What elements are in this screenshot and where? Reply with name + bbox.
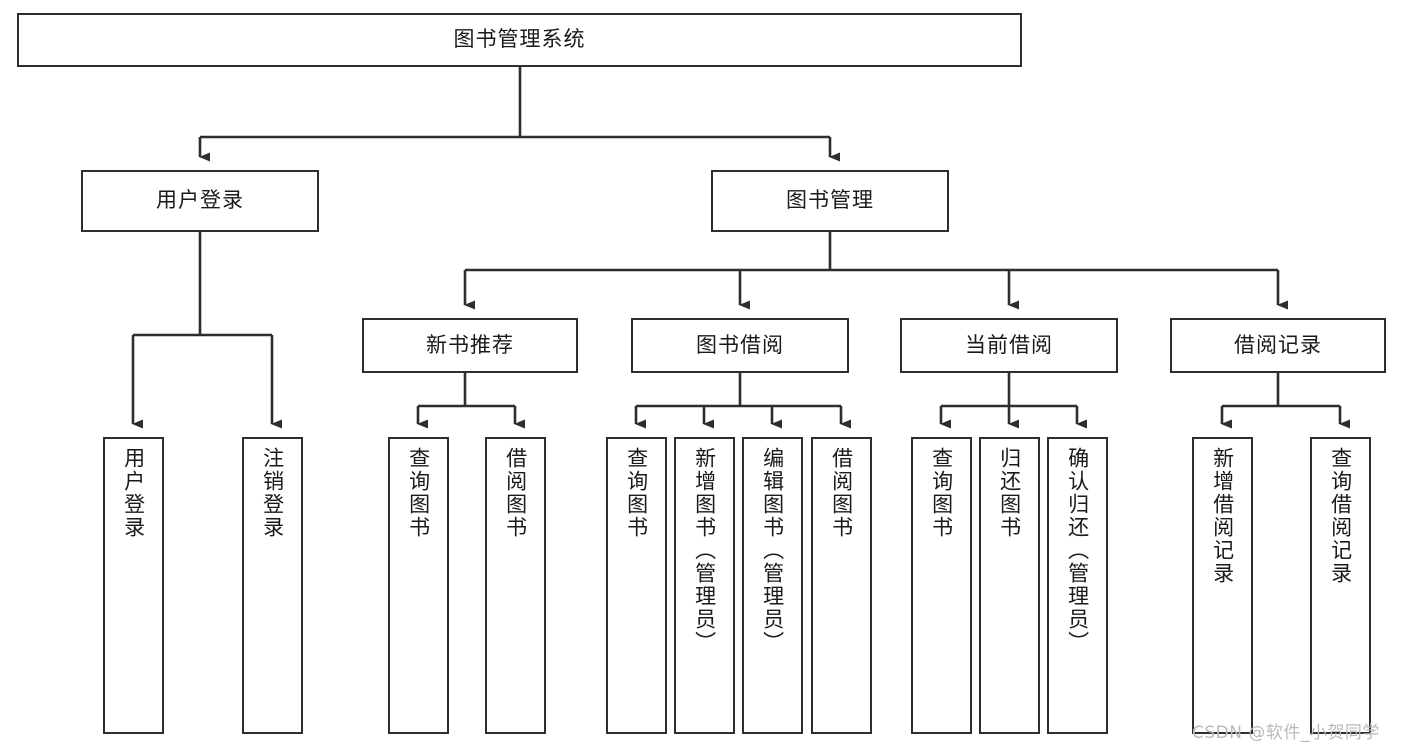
- node-current-borrow[interactable]: 当前借阅: [900, 318, 1118, 373]
- csdn-watermark: CSDN @软件_小贺同学: [1192, 723, 1380, 743]
- leaf-add-book[interactable]: 新增图书（管理员）: [674, 437, 735, 734]
- leaf-query-book-1[interactable]: 查询图书: [388, 437, 449, 734]
- node-label: 查询图书: [624, 447, 649, 539]
- node-label: 新增图书（管理员）: [692, 447, 717, 654]
- leaf-add-record[interactable]: 新增借阅记录: [1192, 437, 1253, 734]
- node-label: 图书管理: [786, 188, 874, 213]
- node-label: 图书借阅: [696, 332, 784, 357]
- leaf-return-book[interactable]: 归还图书: [979, 437, 1040, 734]
- node-label: 借阅记录: [1234, 332, 1322, 357]
- leaf-confirm-return[interactable]: 确认归还（管理员）: [1047, 437, 1108, 734]
- node-label: 确认归还（管理员）: [1065, 447, 1090, 654]
- node-label: 用户登录: [156, 188, 244, 213]
- node-book-manage[interactable]: 图书管理: [711, 170, 949, 232]
- node-label: 当前借阅: [965, 332, 1053, 357]
- node-label: 借阅图书: [503, 447, 528, 539]
- node-borrow-record[interactable]: 借阅记录: [1170, 318, 1386, 373]
- node-label: 查询借阅记录: [1328, 447, 1353, 585]
- leaf-query-book-2[interactable]: 查询图书: [606, 437, 667, 734]
- node-label: 借阅图书: [829, 447, 854, 539]
- node-label: 新书推荐: [426, 332, 514, 357]
- leaf-borrow-book-2[interactable]: 借阅图书: [811, 437, 872, 734]
- node-label: 查询图书: [929, 447, 954, 539]
- node-book-borrow[interactable]: 图书借阅: [631, 318, 849, 373]
- node-label: 图书管理系统: [453, 27, 586, 52]
- leaf-logout[interactable]: 注销登录: [242, 437, 303, 734]
- leaf-query-record[interactable]: 查询借阅记录: [1310, 437, 1371, 734]
- leaf-borrow-book-1[interactable]: 借阅图书: [485, 437, 546, 734]
- node-label: 编辑图书（管理员）: [760, 447, 785, 654]
- leaf-query-book-3[interactable]: 查询图书: [911, 437, 972, 734]
- node-label: 新增借阅记录: [1210, 447, 1235, 585]
- node-user-login[interactable]: 用户登录: [81, 170, 319, 232]
- node-root-book-management-system[interactable]: 图书管理系统: [17, 13, 1022, 67]
- node-new-book-recommend[interactable]: 新书推荐: [362, 318, 578, 373]
- node-label: 查询图书: [406, 447, 431, 539]
- node-label: 注销登录: [260, 447, 285, 539]
- node-label: 用户登录: [121, 447, 146, 539]
- node-label: 归还图书: [997, 447, 1022, 539]
- leaf-user-login[interactable]: 用户登录: [103, 437, 164, 734]
- leaf-edit-book[interactable]: 编辑图书（管理员）: [742, 437, 803, 734]
